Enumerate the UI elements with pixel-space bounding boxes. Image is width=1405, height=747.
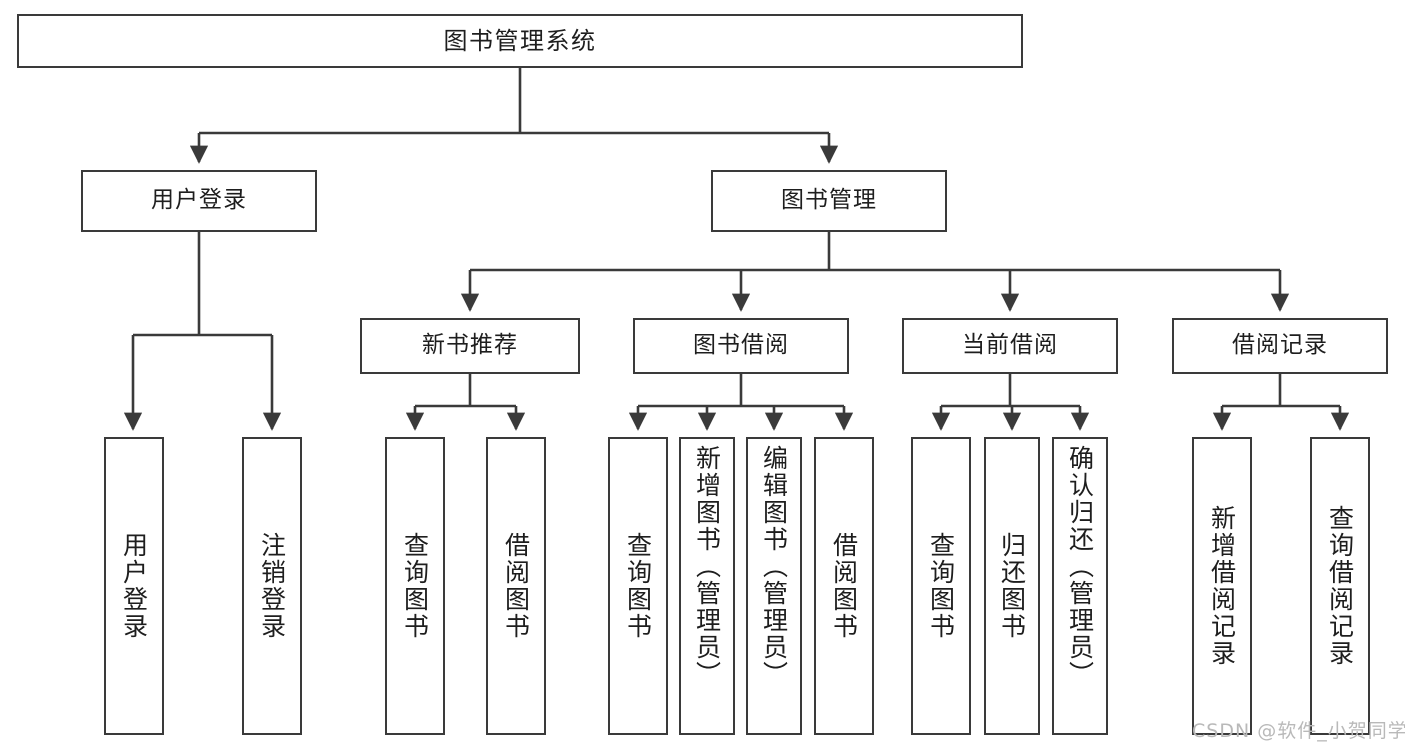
node-book-borrow[interactable]: 图书借阅	[633, 318, 849, 374]
node-label-leaf-user-login: 用户登录	[119, 532, 149, 640]
node-label-leaf-edit-book: 编辑图书（管理员）	[759, 445, 789, 688]
node-label-leaf-add-book: 新增图书（管理员）	[692, 445, 722, 688]
node-new-book-recommend[interactable]: 新书推荐	[360, 318, 580, 374]
node-leaf-borrow-book-recommend[interactable]: 借阅图书	[486, 437, 546, 735]
node-label-new-book-recommend: 新书推荐	[422, 332, 518, 359]
node-label-leaf-query-borrow-record: 查询借阅记录	[1325, 505, 1355, 667]
node-leaf-query-borrow-record[interactable]: 查询借阅记录	[1310, 437, 1370, 735]
node-book-manage[interactable]: 图书管理	[711, 170, 947, 232]
node-label-leaf-logout-login: 注销登录	[257, 532, 287, 640]
node-current-borrow[interactable]: 当前借阅	[902, 318, 1118, 374]
node-label-borrow-record: 借阅记录	[1232, 332, 1328, 359]
node-label-book-manage: 图书管理	[781, 187, 877, 214]
node-label-leaf-confirm-return: 确认归还（管理员）	[1065, 445, 1095, 688]
node-label-book-borrow: 图书借阅	[693, 332, 789, 359]
node-label-leaf-borrow-book-borrow: 借阅图书	[829, 532, 859, 640]
node-label-leaf-borrow-book-recommend: 借阅图书	[501, 532, 531, 640]
node-leaf-logout-login[interactable]: 注销登录	[242, 437, 302, 735]
node-leaf-query-book-recommend[interactable]: 查询图书	[385, 437, 445, 735]
node-leaf-query-book-current[interactable]: 查询图书	[911, 437, 971, 735]
node-borrow-record[interactable]: 借阅记录	[1172, 318, 1388, 374]
node-label-current-borrow: 当前借阅	[962, 332, 1058, 359]
node-leaf-edit-book[interactable]: 编辑图书（管理员）	[746, 437, 802, 735]
node-leaf-return-book[interactable]: 归还图书	[984, 437, 1040, 735]
node-label-leaf-add-borrow-record: 新增借阅记录	[1207, 505, 1237, 667]
node-label-leaf-query-book-current: 查询图书	[926, 532, 956, 640]
node-leaf-add-borrow-record[interactable]: 新增借阅记录	[1192, 437, 1252, 735]
node-leaf-confirm-return[interactable]: 确认归还（管理员）	[1052, 437, 1108, 735]
node-user-login[interactable]: 用户登录	[81, 170, 317, 232]
node-leaf-query-book-borrow[interactable]: 查询图书	[608, 437, 668, 735]
node-label-user-login: 用户登录	[151, 187, 247, 214]
node-root-system[interactable]: 图书管理系统	[17, 14, 1023, 68]
node-leaf-user-login[interactable]: 用户登录	[104, 437, 164, 735]
node-label-root: 图书管理系统	[443, 26, 597, 55]
node-leaf-borrow-book-borrow[interactable]: 借阅图书	[814, 437, 874, 735]
node-label-leaf-return-book: 归还图书	[997, 532, 1027, 640]
node-label-leaf-query-book-recommend: 查询图书	[400, 532, 430, 640]
node-leaf-add-book[interactable]: 新增图书（管理员）	[679, 437, 735, 735]
node-label-leaf-query-book-borrow: 查询图书	[623, 532, 653, 640]
